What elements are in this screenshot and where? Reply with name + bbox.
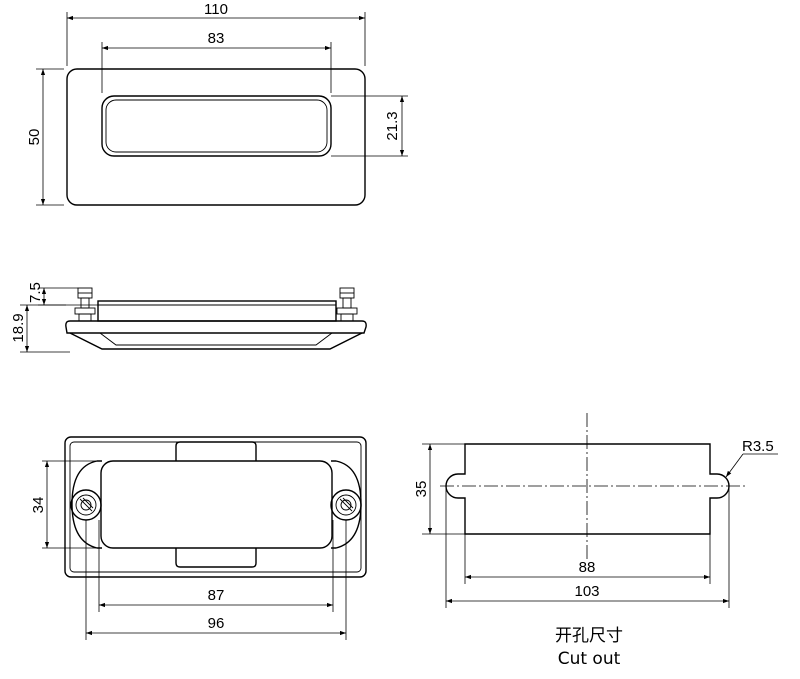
- dim-overall-width: 110: [204, 1, 228, 18]
- body-lower: [69, 332, 363, 350]
- back-plate: [97, 300, 337, 322]
- dim-recess-height: 21.3: [384, 111, 401, 140]
- flange: [65, 320, 367, 334]
- dim-overall-height: 50: [26, 129, 43, 146]
- side-view: 7.5 18.9: [10, 282, 367, 353]
- lobe-left: [71, 460, 102, 549]
- dim-cutout-overall-width: 103: [574, 583, 599, 600]
- cutout-caption-en: Cut out: [558, 649, 621, 669]
- body-inner: [99, 332, 333, 346]
- dim-cutout-width: 88: [579, 559, 596, 576]
- handle-outline: [66, 68, 366, 206]
- cutout-outline: [445, 443, 730, 535]
- dim-recess-width: 83: [208, 30, 225, 47]
- cutout-caption-cn: 开孔尺寸: [555, 626, 623, 646]
- flange-outline: [64, 436, 367, 578]
- dim-total-height: 18.9: [10, 313, 27, 342]
- tab-bottom: [175, 548, 257, 568]
- dim-hole-spacing: 96: [208, 615, 225, 632]
- cutout-view: 35 88 103 R3.5 开孔尺寸 Cut out: [413, 413, 778, 669]
- screw-hole-right: [330, 489, 362, 521]
- radius-leader: [725, 453, 744, 478]
- dim-inner-width: 87: [208, 587, 225, 604]
- dim-hole-height: 34: [30, 497, 47, 514]
- tab-top: [175, 441, 257, 461]
- dim-cutout-height: 35: [413, 481, 430, 498]
- recess-inner-edge: [105, 99, 328, 153]
- top-view: 110 83 50 21.3: [26, 1, 408, 206]
- dim-radius: R3.5: [742, 438, 774, 455]
- back-view: 34 87 96: [30, 436, 367, 640]
- recess-body: [100, 460, 333, 549]
- handle-recess: [101, 95, 332, 157]
- dim-head-height: 7.5: [27, 282, 44, 303]
- screw-hole-left: [70, 489, 102, 521]
